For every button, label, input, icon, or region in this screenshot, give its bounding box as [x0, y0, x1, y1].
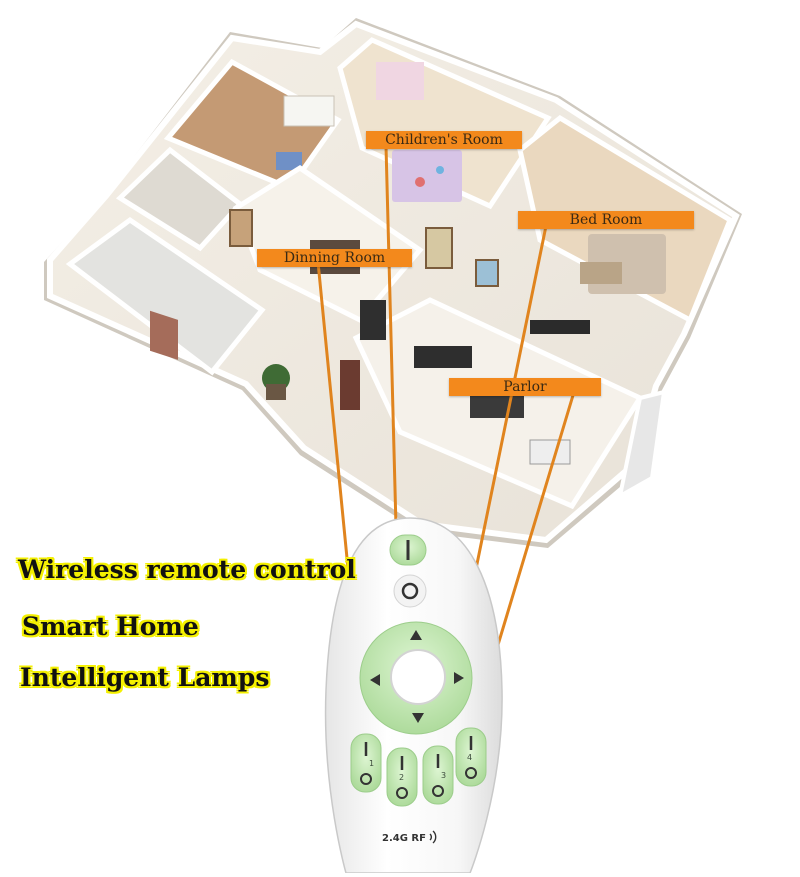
promo-smart-home: Smart Home — [22, 612, 199, 641]
zone-3-number: 3 — [441, 771, 446, 780]
room-label-parlor: Parlor — [449, 378, 601, 396]
toy-ball — [415, 177, 425, 187]
wall-painting — [229, 209, 253, 247]
down-arrow-icon[interactable] — [412, 713, 424, 723]
zone-button-3[interactable]: 3 — [422, 745, 454, 805]
zone-1-number: 1 — [369, 759, 374, 768]
balcony — [617, 389, 667, 500]
wall-painting — [475, 259, 499, 287]
right-arrow-icon[interactable] — [454, 672, 464, 684]
dark-wall — [340, 360, 360, 410]
up-arrow-icon[interactable] — [410, 630, 422, 640]
children-wardrobe — [376, 62, 424, 100]
zone-button-4[interactable]: 4 — [455, 727, 487, 787]
room-label-dinning: Dinning Room — [257, 249, 412, 267]
study-desk — [276, 152, 302, 170]
remote-control: 1 2 3 4 2.4G RF — [324, 517, 503, 874]
armchair — [529, 439, 571, 465]
wall-painting — [425, 227, 453, 269]
power-off-button[interactable] — [393, 574, 427, 608]
zone-2-number: 2 — [399, 773, 404, 782]
wireless-signal-icon — [429, 830, 437, 844]
zone-button-1[interactable]: 1 — [350, 733, 382, 793]
room-label-bed: Bed Room — [518, 211, 694, 229]
tv-cabinet — [530, 320, 590, 334]
left-arrow-icon[interactable] — [370, 674, 380, 686]
promo-wireless-remote: Wireless remote control — [18, 555, 356, 584]
study-shelf — [283, 95, 335, 127]
room-label-children: Children's Room — [366, 131, 522, 149]
off-circle-icon — [401, 582, 419, 600]
children-bed — [392, 150, 462, 202]
bedroom-rug — [580, 262, 622, 284]
sofa — [414, 346, 472, 368]
center-ok-button[interactable] — [390, 649, 446, 705]
rf-label: 2.4G RF — [382, 833, 426, 844]
zone-4-number: 4 — [467, 753, 472, 762]
toy-ball — [436, 166, 444, 174]
coffee-table — [470, 396, 524, 418]
promo-intelligent-lamps: Intelligent Lamps — [20, 663, 270, 692]
directional-pad — [359, 621, 473, 735]
shelf-unit — [360, 300, 386, 340]
plant-pot — [266, 384, 286, 400]
power-on-button[interactable] — [389, 534, 427, 566]
bath-door — [150, 310, 178, 360]
zone-button-2[interactable]: 2 — [386, 747, 418, 807]
